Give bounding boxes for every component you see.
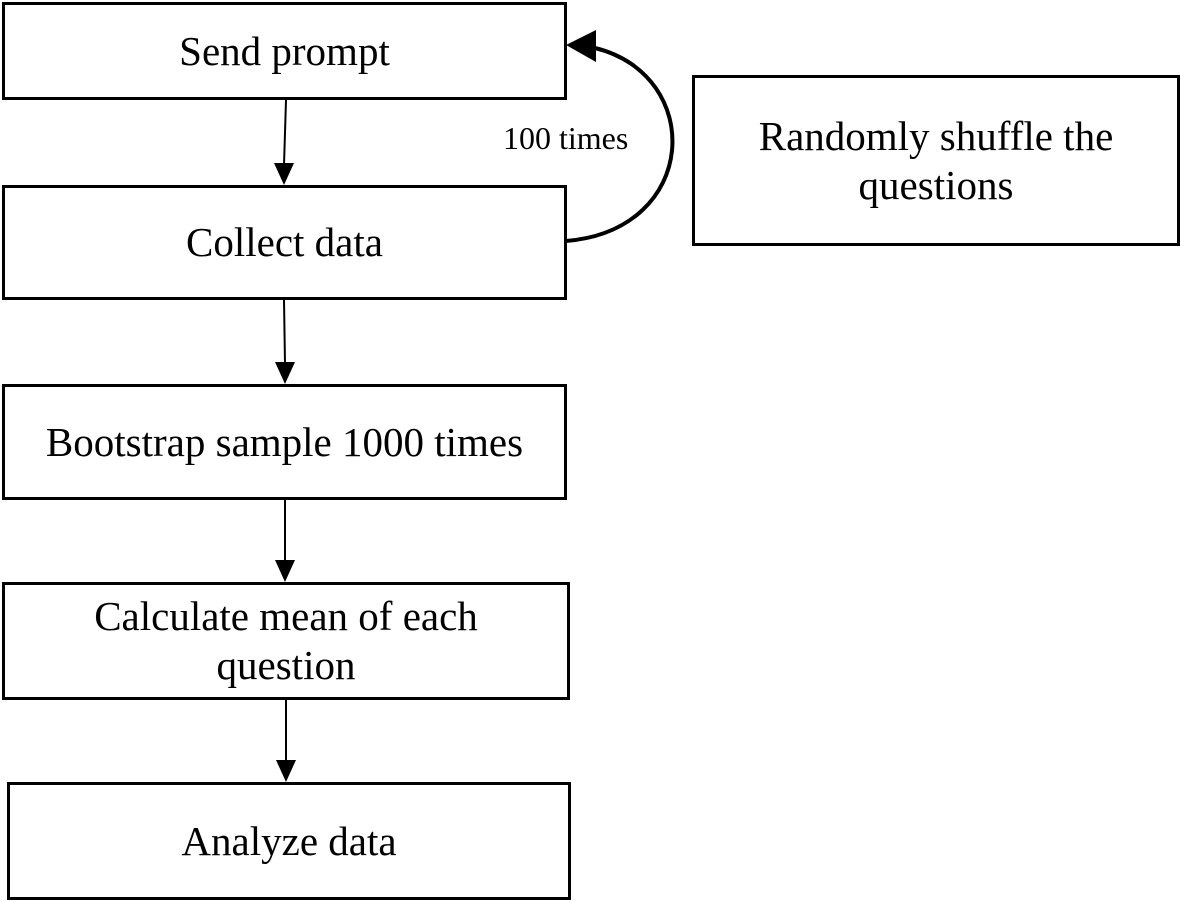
bootstrap-box: Bootstrap sample 1000 times [2,384,567,500]
shuffle-note-box: Randomly shuffle the questions [692,75,1180,246]
loop-count-label: 100 times [503,120,629,156]
collect-data-box: Collect data [2,185,567,300]
arrow-collect-to-bootstrap [275,299,295,384]
analyze-data-box: Analyze data [7,782,571,900]
arrow-bootstrap-to-calculate [275,499,295,582]
send-prompt-label: Send prompt [179,27,390,74]
calculate-mean-box: Calculate mean of each question [2,582,570,700]
arrow-send-to-collect [274,99,294,185]
send-prompt-box: Send prompt [2,2,567,100]
analyze-data-label: Analyze data [181,817,397,864]
calculate-mean-label: Calculate mean of each question [94,593,478,688]
arrow-calculate-to-analyze [276,699,296,782]
bootstrap-label: Bootstrap sample 1000 times [45,418,524,465]
collect-data-label: Collect data [186,219,383,265]
loop-arrow [565,30,675,243]
shuffle-note-label: Randomly shuffle the questions [758,112,1114,208]
